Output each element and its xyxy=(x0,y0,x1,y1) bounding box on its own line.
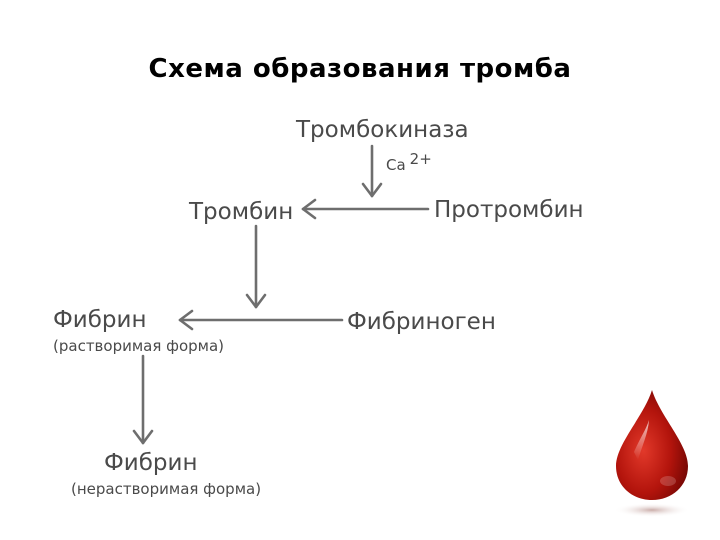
fibrin-insoluble-name: Фибрин xyxy=(104,450,198,476)
fibrin-soluble-form: (растворимая форма) xyxy=(53,337,225,355)
fibrin-soluble-name: Фибрин xyxy=(53,307,147,333)
calcium-charge: 2+ xyxy=(409,150,432,168)
fibrin-insoluble-form: (нерастворимая форма) xyxy=(71,480,262,498)
arrow-fibrinogen-to-fibrin xyxy=(178,309,344,331)
node-fibrin-insoluble: Фибрин (нерастворимая форма) xyxy=(71,449,261,498)
arrow-prothrombin-to-thrombin xyxy=(301,198,430,220)
arrow-thrombin-down xyxy=(245,224,267,309)
calcium-symbol: Ca xyxy=(386,156,406,174)
slide-title: Схема образования тромба xyxy=(148,54,572,84)
node-prothrombin: Протромбин xyxy=(434,197,584,223)
node-thrombin: Тромбин xyxy=(189,199,294,225)
arrow-thrombokinase-down xyxy=(361,144,383,198)
node-fibrinogen: Фибриноген xyxy=(347,309,496,335)
node-thrombokinase: Тромбокиназа xyxy=(296,117,469,143)
blood-drop-icon xyxy=(614,390,690,517)
arrow-fibrin-down xyxy=(132,354,154,445)
node-fibrin-soluble: Фибрин (растворимая форма) xyxy=(53,306,224,355)
